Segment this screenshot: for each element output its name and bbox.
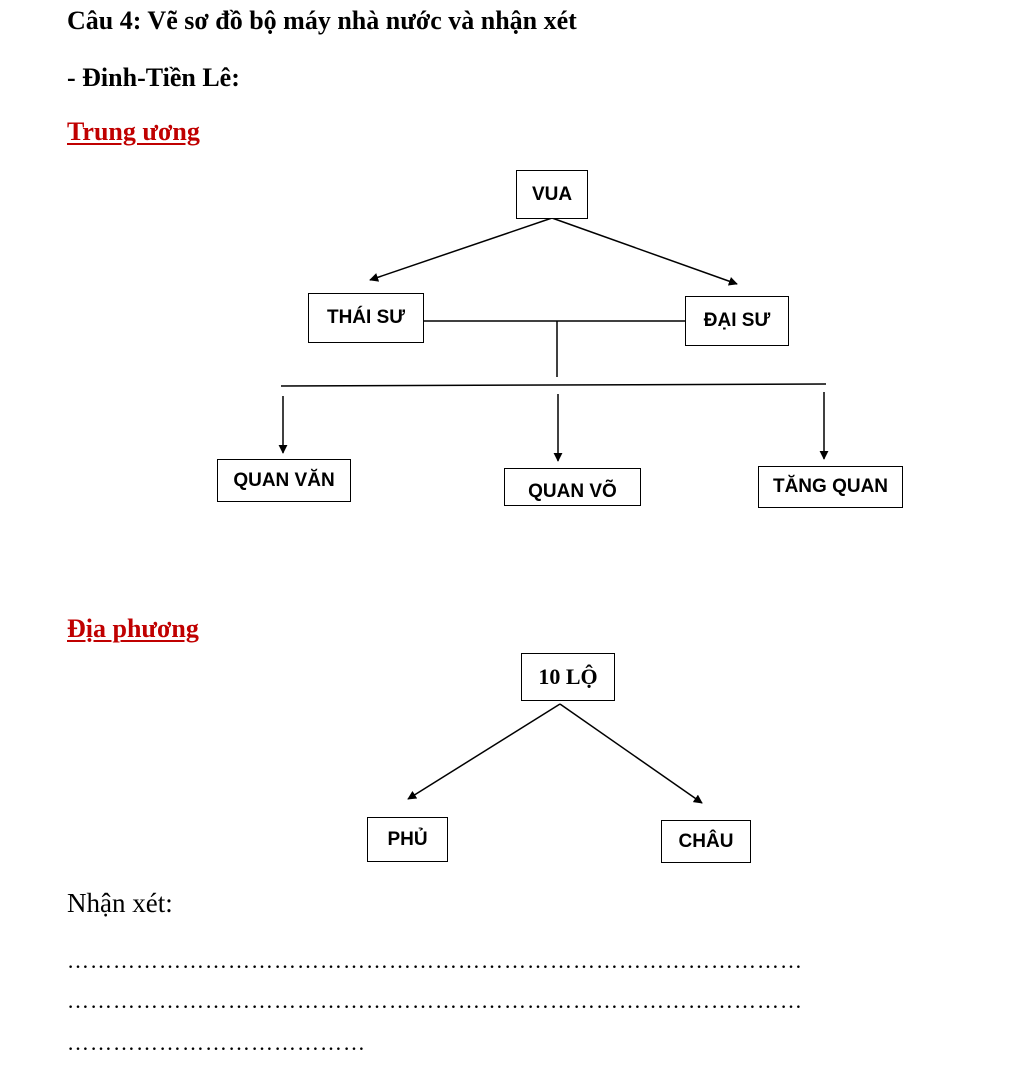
remarks-line-2: …………………………………………………………………………………… (67, 988, 803, 1013)
period-subtitle: - Đinh-Tiền Lê: (67, 63, 240, 92)
node-phu: PHỦ (367, 817, 448, 862)
arrow-lo-phu (407, 703, 561, 800)
node-dai-su: ĐẠI SƯ (685, 296, 789, 346)
arrow-vua-dai-su (551, 217, 738, 286)
node-quan-vo: QUAN VÕ (504, 468, 641, 506)
central-heading: Trung ương (67, 117, 200, 146)
node-quan-van: QUAN VĂN (217, 459, 351, 502)
node-10-lo: 10 LỘ (521, 653, 615, 701)
node-thai-su: THÁI SƯ (308, 293, 424, 343)
remarks-label: Nhận xét: (67, 888, 173, 918)
node-chau: CHÂU (661, 820, 751, 863)
remarks-line-3: ………………………………… (67, 1030, 366, 1055)
remarks-line-1: …………………………………………………………………………………… (67, 948, 803, 973)
local-heading: Địa phương (67, 614, 199, 643)
line-bus (280, 383, 827, 387)
node-vua: VUA (516, 170, 588, 219)
arrow-vua-thai-su (369, 217, 553, 282)
arrow-lo-chau (559, 703, 703, 804)
node-tang-quan: TĂNG QUAN (758, 466, 903, 508)
question-title: Câu 4: Vẽ sơ đồ bộ máy nhà nước và nhận … (67, 6, 577, 35)
